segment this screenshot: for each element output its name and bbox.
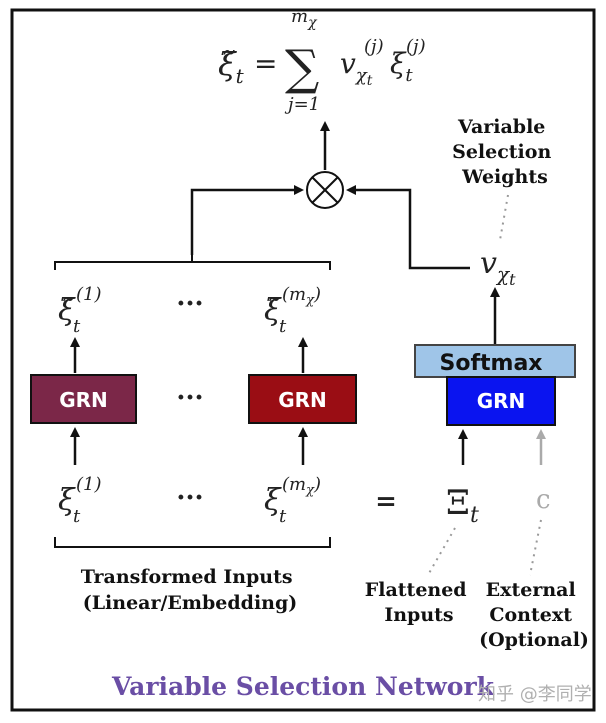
weights-label: Variable Selection Weights <box>452 116 558 188</box>
top-bracket <box>54 255 331 270</box>
eq-v-sup: (j) <box>364 36 384 57</box>
eq-v-subsub: t <box>367 73 373 89</box>
eq-lhs: ξ̃ <box>218 45 237 83</box>
weights-label-line3: Weights <box>461 166 548 188</box>
input-1: ξ t (1) <box>58 474 102 527</box>
flattened-inputs-symbol: Ξ t <box>446 483 479 528</box>
bottom-bracket <box>54 537 331 548</box>
svg-text:(mχ): (mχ) <box>282 284 321 308</box>
svg-text:(1): (1) <box>76 284 102 305</box>
eq-v-sub: χ <box>354 65 368 86</box>
svg-text:vχt: vχt <box>340 47 373 89</box>
grn-box-input-1: GRN <box>30 374 137 424</box>
diagram-title: Variable Selection Network <box>111 672 495 701</box>
arrow-inputs-to-multiply <box>190 185 304 255</box>
svg-text:t: t <box>279 506 287 527</box>
bottom-row-ellipsis: ··· <box>176 483 203 513</box>
outer-frame <box>10 8 596 712</box>
grn-row-ellipsis: ··· <box>176 383 203 413</box>
svg-text:GRN: GRN <box>278 388 327 412</box>
svg-text:Softmax: Softmax <box>439 351 542 376</box>
v-chi-t-label: vχt <box>480 246 516 289</box>
svg-text:t: t <box>73 506 81 527</box>
eq-equals: = <box>254 47 277 80</box>
svg-text:ξ̃: ξ̃ <box>58 293 76 328</box>
multiply-node <box>306 171 344 209</box>
watermark: 知乎 @李同学 <box>478 684 592 705</box>
eq-sum-upper: m <box>291 6 308 27</box>
svg-text:ξt: ξt <box>390 47 413 86</box>
svg-text:ξ̃t: ξ̃t <box>218 45 245 88</box>
weights-label-line2: Selection <box>452 141 551 163</box>
transformed-inputs-label: Transformed Inputs (Linear/Embedding) <box>81 566 299 614</box>
input-m: ξ t (mχ) <box>264 474 321 527</box>
eq-xi-sup: (j) <box>406 36 426 57</box>
eq-v: v <box>340 47 356 80</box>
weights-label-line1: Variable <box>457 116 545 138</box>
eq-xi: ξ <box>390 47 407 80</box>
softmax-box: Softmax <box>414 344 576 378</box>
inputs-equals-sign: = <box>375 487 397 517</box>
arrow-weights-to-multiply <box>346 185 470 270</box>
svg-text:(1): (1) <box>76 474 102 495</box>
external-context-label: External Context (Optional) <box>479 579 589 651</box>
weights-label-dotted-line <box>499 194 509 241</box>
eq-sum: ∑ <box>285 40 319 96</box>
transformed-input-1: ξ̃ t (1) <box>58 284 102 337</box>
eq-lhs-sub: t <box>236 64 245 88</box>
svg-text:ξ̃: ξ̃ <box>264 293 282 328</box>
svg-text:ξ: ξ <box>264 483 282 518</box>
svg-text:t: t <box>279 316 287 337</box>
svg-text:mχ: mχ <box>291 6 318 31</box>
svg-text:t: t <box>470 503 479 528</box>
grn-box-selector: GRN <box>446 376 556 426</box>
svg-text:t: t <box>73 316 81 337</box>
transformed-input-m: ξ̃ t (mχ) <box>264 284 321 337</box>
combined-output-equation: ξ̃t = ∑ mχ j=1 vχt (j) ξt (j) <box>218 6 426 115</box>
svg-text:ξ: ξ <box>58 483 76 518</box>
svg-text:GRN: GRN <box>477 389 526 413</box>
grn-box-input-m: GRN <box>248 374 357 424</box>
flattened-inputs-label: Flattened Inputs <box>365 579 473 626</box>
flattened-dotted-line <box>427 527 456 576</box>
context-dotted-line <box>529 519 542 576</box>
external-context-symbol: c <box>536 485 551 515</box>
eq-sum-upper-sub: χ <box>307 15 318 31</box>
top-row-ellipsis: ··· <box>176 289 203 319</box>
svg-text:GRN: GRN <box>59 388 108 412</box>
svg-text:Ξ: Ξ <box>446 483 470 523</box>
svg-text:(mχ): (mχ) <box>282 474 321 498</box>
eq-sum-lower: j=1 <box>284 94 320 115</box>
eq-xi-sub: t <box>405 65 413 86</box>
